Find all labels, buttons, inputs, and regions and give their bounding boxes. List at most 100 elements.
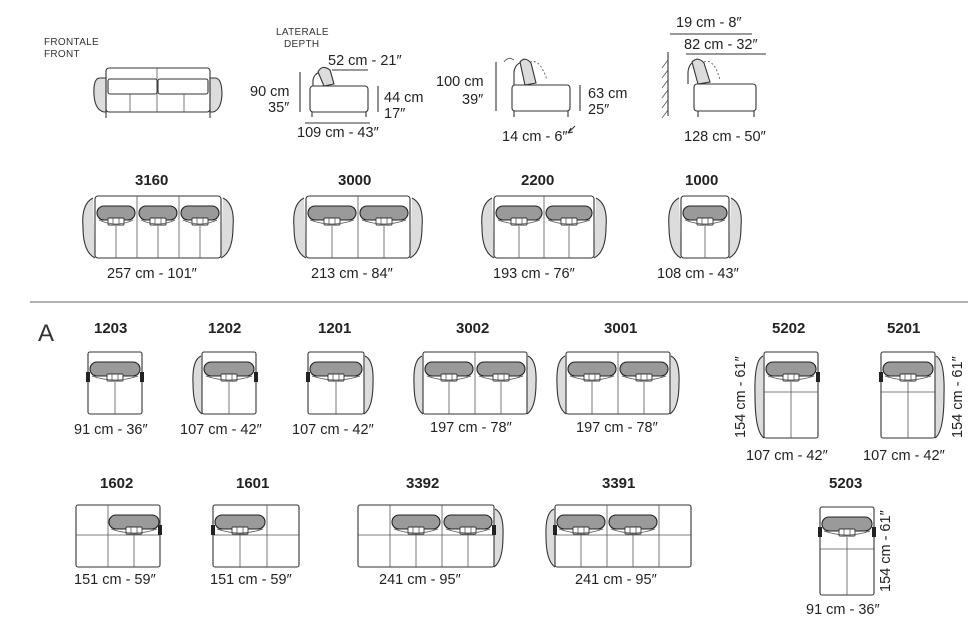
side1-height-in: 35″	[268, 100, 290, 116]
side2-height-in: 39″	[462, 92, 484, 108]
module-1601-connector-icon	[211, 525, 215, 535]
model-vdim-5202: 154 cm - 61″	[733, 356, 749, 438]
recline-mechanism-icon	[107, 217, 125, 226]
module-5203-connector-icon	[818, 527, 822, 537]
module-3001-right-arm	[669, 355, 680, 415]
recline-mechanism-icon	[572, 526, 590, 535]
recline-mechanism-icon	[125, 526, 143, 535]
module-3002-right-arm	[526, 355, 537, 415]
module-3391-body	[554, 504, 692, 568]
sofa-2200-right-arm	[593, 197, 607, 259]
recline-mechanism-icon	[440, 373, 458, 382]
section-a-label: A	[38, 320, 55, 347]
model-code-1202: 1202	[208, 320, 242, 337]
model-code-3002: 3002	[456, 320, 490, 337]
module-5202-left-arm	[754, 355, 765, 439]
module-1602-connector-icon	[158, 525, 162, 535]
recline-mechanism-icon	[624, 526, 642, 535]
recline-mechanism-icon	[220, 373, 238, 382]
module-1202-left-arm	[192, 355, 203, 415]
model-code-1000: 1000	[685, 172, 719, 189]
module-3391-connector-icon	[553, 525, 557, 535]
module-1201-right-arm	[363, 355, 374, 415]
model-dim-2200: 193 cm - 76″	[493, 266, 575, 282]
model-dim-1202: 107 cm - 42″	[180, 422, 262, 438]
module-3392-connector-icon	[492, 525, 496, 535]
model-code-3160: 3160	[135, 172, 169, 189]
module-1203-connector-icon	[86, 372, 90, 382]
module-1602-body	[75, 504, 161, 568]
model-dim-3002: 197 cm - 78″	[430, 420, 512, 436]
recline-mechanism-icon	[838, 528, 856, 537]
model-dim-5203: 91 cm - 36″	[806, 602, 880, 618]
model-code-5201: 5201	[887, 320, 921, 337]
side2-height-cm: 100 cm	[436, 74, 484, 90]
sofa-2200-left-arm	[481, 197, 495, 259]
sofa-1000-right-arm	[728, 197, 742, 259]
model-dim-3001: 197 cm - 78″	[576, 420, 658, 436]
model-code-1602: 1602	[100, 475, 134, 492]
side3-wall-dim: 19 cm - 8″	[676, 15, 742, 31]
side2-wall-gap-dim: 14 cm - 6″	[502, 129, 568, 145]
model-dim-3392: 241 cm - 95″	[379, 572, 461, 588]
sofa-3160-right-arm	[220, 197, 234, 259]
sofa-3000-right-arm	[409, 197, 423, 259]
model-code-1201: 1201	[318, 320, 352, 337]
side1-seat-in: 17″	[384, 106, 406, 122]
module-3002-left-arm	[413, 355, 424, 415]
model-code-5203: 5203	[829, 475, 863, 492]
module-1202-connector-icon	[254, 372, 258, 382]
model-dim-5202: 107 cm - 42″	[746, 448, 828, 464]
model-dim-1601: 151 cm - 59″	[210, 572, 292, 588]
sofa-3000-left-arm	[293, 197, 307, 259]
model-dim-3000: 213 cm - 84″	[311, 266, 393, 282]
recline-mechanism-icon	[327, 373, 345, 382]
model-code-1203: 1203	[94, 320, 128, 337]
model-dim-3160: 257 cm - 101″	[107, 266, 197, 282]
sofa-3160-left-arm	[82, 197, 96, 259]
recline-mechanism-icon	[459, 526, 477, 535]
recline-mechanism-icon	[696, 217, 714, 226]
recline-mechanism-icon	[191, 217, 209, 226]
side2-seat-in: 25″	[588, 102, 610, 118]
side3-recline-dim: 82 cm - 32″	[684, 37, 758, 53]
module-3391-left-arm	[545, 508, 556, 568]
recline-mechanism-icon	[106, 373, 124, 382]
side1-height-cm: 90 cm	[250, 84, 290, 100]
side1-depth-dim: 109 cm - 43″	[297, 125, 379, 141]
module-3001-left-arm	[556, 355, 567, 415]
side1-top-dim: 52 cm - 21″	[328, 53, 402, 69]
recline-mechanism-icon	[492, 373, 510, 382]
model-dim-1000: 108 cm - 43″	[657, 266, 739, 282]
sofa-1000-left-arm	[668, 197, 682, 259]
side1-seat-cm: 44 cm	[384, 90, 424, 106]
recline-mechanism-icon	[583, 373, 601, 382]
recline-mechanism-icon	[323, 217, 341, 226]
model-code-3392: 3392	[406, 475, 440, 492]
model-dim-3391: 241 cm - 95″	[575, 572, 657, 588]
module-5202-connector-icon	[816, 372, 820, 382]
side2-seat-cm: 63 cm	[588, 86, 628, 102]
model-code-3001: 3001	[604, 320, 638, 337]
depth-label: DEPTH	[284, 39, 320, 50]
recline-mechanism-icon	[560, 217, 578, 226]
model-code-3000: 3000	[338, 172, 372, 189]
model-code-1601: 1601	[236, 475, 270, 492]
module-1203-connector-icon	[140, 372, 144, 382]
laterale-label: LATERALE	[276, 27, 329, 38]
model-code-3391: 3391	[602, 475, 636, 492]
model-dim-1201: 107 cm - 42″	[292, 422, 374, 438]
model-code-5202: 5202	[772, 320, 806, 337]
model-vdim-5203: 154 cm - 61″	[878, 510, 894, 592]
recline-mechanism-icon	[635, 373, 653, 382]
frontale-label: FRONTALE	[44, 37, 99, 48]
recline-mechanism-icon	[149, 217, 167, 226]
model-dim-5201: 107 cm - 42″	[863, 448, 945, 464]
module-1601-body	[212, 504, 300, 568]
